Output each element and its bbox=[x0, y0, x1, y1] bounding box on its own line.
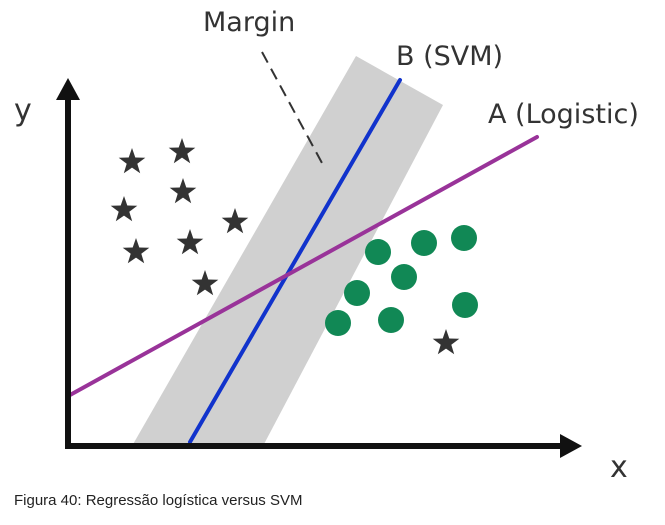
logistic-label: A (Logistic) bbox=[488, 99, 639, 130]
margin-label: Margin bbox=[203, 7, 295, 38]
svm-label: B (SVM) bbox=[396, 41, 503, 72]
star-point bbox=[176, 229, 204, 255]
circle-point bbox=[344, 280, 370, 306]
star-point bbox=[168, 138, 196, 164]
star-point bbox=[118, 148, 146, 174]
circle-point bbox=[391, 264, 417, 290]
circle-point bbox=[452, 292, 478, 318]
logistic-line bbox=[68, 135, 539, 397]
svm-line bbox=[188, 78, 402, 444]
circle-point bbox=[451, 225, 477, 251]
y-axis-arrowhead bbox=[56, 78, 80, 100]
star-point bbox=[221, 208, 249, 234]
margin-band bbox=[132, 56, 443, 446]
x-axis-arrowhead bbox=[560, 434, 582, 458]
circle-point bbox=[325, 310, 351, 336]
figure-caption: Figura 40: Regressão logística versus SV… bbox=[14, 492, 303, 509]
circle-point bbox=[365, 239, 391, 265]
margin-pointer bbox=[261, 51, 323, 164]
misplaced-star-point bbox=[432, 329, 460, 355]
x-axis-label: x bbox=[610, 450, 628, 485]
circle-point bbox=[378, 307, 404, 333]
star-point bbox=[110, 196, 138, 222]
svm-vs-logistic-diagram: y x Margin B (SVM) A (Logistic) bbox=[14, 7, 639, 485]
circle-class bbox=[325, 225, 478, 336]
star-point bbox=[169, 178, 197, 204]
star-point bbox=[122, 238, 150, 264]
circle-point bbox=[411, 230, 437, 256]
axes bbox=[56, 78, 582, 458]
y-axis-label: y bbox=[14, 93, 32, 128]
star-point bbox=[191, 270, 219, 296]
